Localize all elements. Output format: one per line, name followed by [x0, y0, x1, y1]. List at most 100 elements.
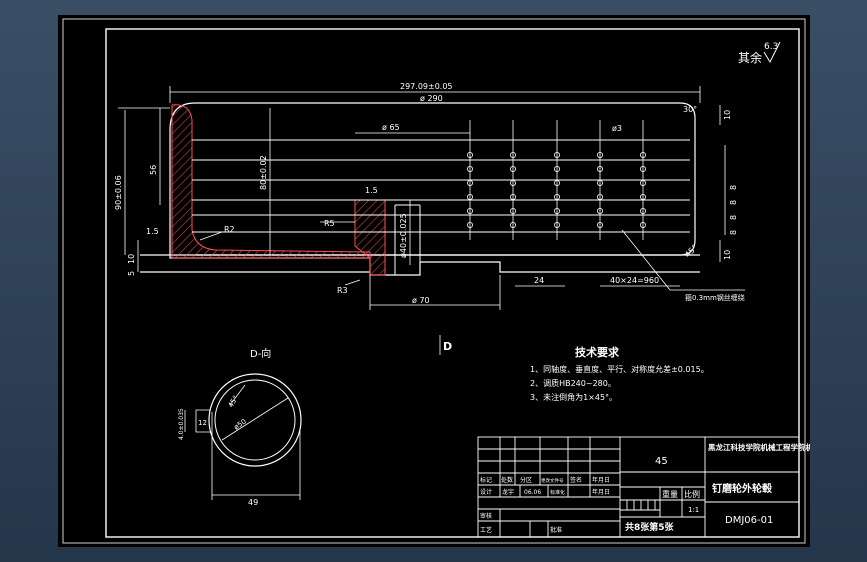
technical-requirements: 技术要求 1、同轴度、垂直度、平行、对称度允差±0.015。 2、调质HB240…: [530, 345, 709, 402]
tb-part-name: 钉磨轮外轮毂: [712, 482, 772, 495]
hole: [466, 221, 473, 228]
view-d-angle: 45°: [227, 394, 240, 409]
view-d-title: D-向: [250, 347, 271, 360]
dim-10-left: 10: [127, 254, 136, 264]
hole: [597, 221, 604, 228]
dim-dia-290: ø 290: [420, 94, 443, 103]
dim-r2: R2: [224, 225, 235, 234]
dim-pitch-8-c: 8: [729, 215, 738, 220]
tb-weight-label: 重量: [662, 489, 678, 499]
hole: [640, 221, 647, 228]
dim-wire-note: 箍0.3mm钢丝缠绕: [685, 293, 745, 302]
title-block: 黑龙江科技学院机械工程学院机械02-5班 45 钉磨轮外轮毂 DMJ06-01 …: [477, 436, 847, 538]
dim-overall-length: 297.09±0.05: [400, 82, 453, 91]
dim-angle-45: 45°: [683, 243, 699, 259]
tb-designer: 龙宇: [502, 488, 514, 496]
dim-dia-70: ø 70: [412, 296, 430, 305]
hole: [509, 207, 516, 214]
hole: [509, 179, 516, 186]
view-d-outer-circle: [208, 373, 302, 467]
tb-date: 年月日: [592, 476, 610, 484]
hole: [554, 179, 561, 186]
dim-10-bottom: 10: [723, 250, 732, 260]
hole: [554, 165, 561, 172]
hole: [509, 165, 516, 172]
hole: [554, 207, 561, 214]
dim-24: 24: [534, 276, 544, 285]
tech-req-item-2: 2、调质HB240~280。: [530, 378, 616, 388]
tech-req-item-1: 1、同轴度、垂直度、平行、对称度允差±0.015。: [530, 364, 709, 374]
hole: [597, 207, 604, 214]
tb-approve: 批准: [550, 526, 562, 534]
hole: [640, 165, 647, 172]
inner-frame: [105, 28, 800, 538]
roughness-label: 其余: [738, 50, 762, 65]
hole: [597, 151, 604, 158]
dim-dia-65: ø 65: [382, 123, 400, 132]
hole: [554, 151, 561, 158]
tb-process: 工艺: [480, 526, 492, 534]
tb-scale-label: 比例: [684, 489, 700, 499]
hole: [597, 179, 604, 186]
section-marker-d: D: [443, 340, 452, 353]
tb-standard: 标准化: [550, 489, 565, 496]
hole: [509, 221, 516, 228]
dim-pitch-8-d: 8: [729, 230, 738, 235]
view-d-keyway: 4.0±0.035: [178, 408, 185, 440]
engineering-drawing: 其余 6.3: [62, 18, 847, 544]
tb-zone: 分区: [520, 476, 532, 484]
tech-req-item-3: 3、未注倒角为1×45°。: [530, 392, 617, 402]
internal-lines: [192, 139, 690, 275]
tb-drawing-no: DMJ06-01: [725, 515, 773, 526]
tb-mark: 标记: [480, 476, 492, 484]
dimension-lines: [118, 86, 745, 355]
view-d-key-width: 12: [198, 419, 207, 427]
tb-design: 设计: [480, 488, 492, 496]
hole: [509, 193, 516, 200]
hole: [597, 193, 604, 200]
tb-school: 黑龙江科技学院机械工程学院机械02-5班: [708, 442, 810, 452]
dim-1-5-left: 1.5: [146, 227, 159, 236]
drawing-sheet: 其余 6.3: [58, 15, 847, 547]
section-hatch-hub: [354, 199, 386, 276]
hole: [509, 151, 516, 158]
dim-hole-pattern: 40×24=960: [610, 276, 659, 285]
hole: [640, 193, 647, 200]
dim-1-5-mid: 1.5: [365, 186, 378, 195]
dim-height-56: 56: [149, 165, 158, 175]
roughness-value: 6.3: [764, 42, 778, 52]
dim-pitch-8-b: 8: [729, 200, 738, 205]
hole: [640, 179, 647, 186]
dim-bore: ø40±0.025: [399, 213, 408, 258]
hole: [466, 193, 473, 200]
hole: [554, 193, 561, 200]
tb-scale: 1:1: [688, 506, 699, 514]
dim-inner-80: 80±0.02: [259, 155, 268, 190]
tb-count: 处数: [501, 476, 513, 484]
dim-angle-30: 30°: [683, 105, 697, 114]
view-d-width: 49: [248, 498, 258, 507]
dim-pitch-8-a: 8: [729, 185, 738, 190]
hole: [554, 221, 561, 228]
dim-r3: R3: [337, 286, 348, 295]
hole: [640, 207, 647, 214]
tb-material: 45: [655, 456, 668, 467]
tb-design-date: 06.06: [524, 489, 541, 496]
tb-sheets: 共8张第5张: [625, 521, 675, 533]
dim-5: 5: [127, 271, 136, 276]
hole: [466, 165, 473, 172]
hole: [466, 179, 473, 186]
roughness-symbol: [763, 41, 781, 64]
hole: [640, 151, 647, 158]
hole-grid: [466, 120, 647, 240]
section-hatch-left: [171, 104, 371, 259]
tech-req-title: 技术要求: [575, 345, 620, 359]
view-d: D-向 49 4.0±0.035 12 45° ø50: [178, 347, 302, 507]
outer-frame: [62, 18, 806, 544]
view-d-inner-circle: [214, 379, 296, 461]
hole: [466, 151, 473, 158]
tb-review: 审核: [480, 512, 492, 520]
view-d-radius: ø50: [233, 418, 248, 432]
dim-height-90: 90±0.06: [114, 175, 123, 210]
